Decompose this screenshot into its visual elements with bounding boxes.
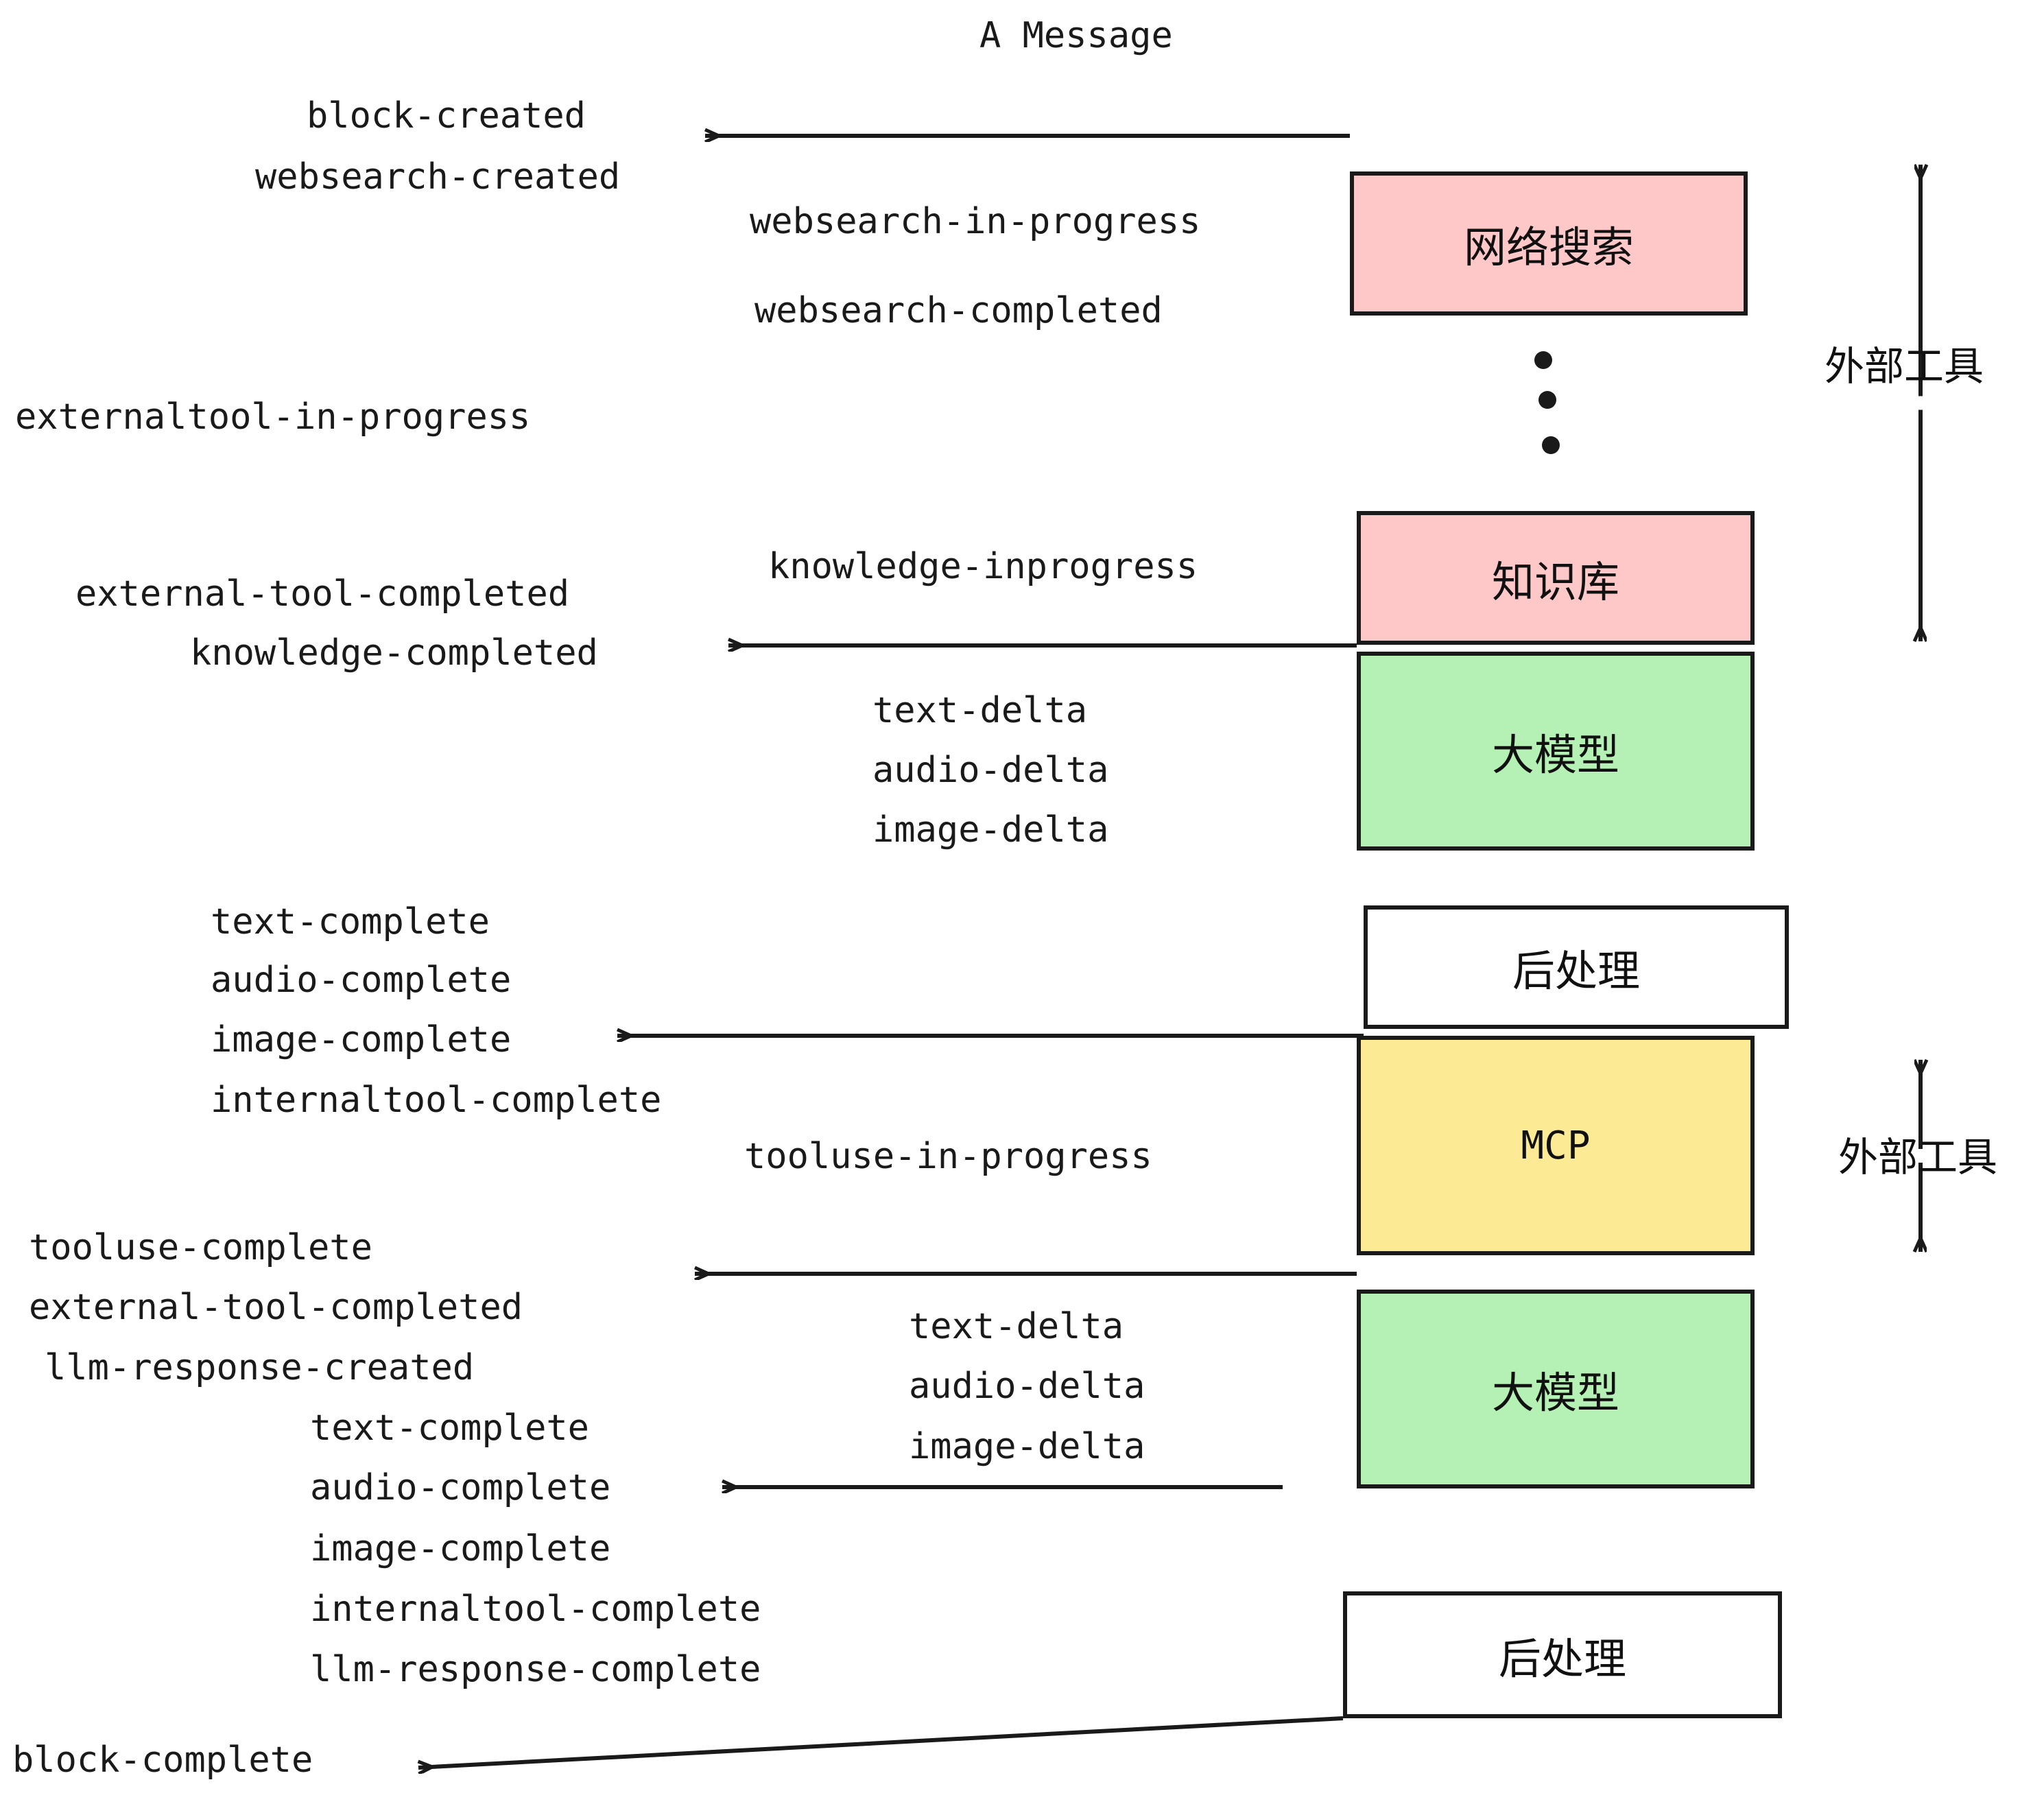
- event-label-image-delta-1: image-delta: [872, 809, 1109, 851]
- event-label-block-complete: block-complete: [12, 1740, 313, 1781]
- arrow-block-complete: [418, 1716, 1344, 1768]
- box-llm-bottom: 大模型: [1357, 1290, 1755, 1488]
- event-label-llm-response-complete: llm-response-complete: [310, 1649, 761, 1690]
- event-label-image-complete-2: image-complete: [310, 1528, 611, 1569]
- event-label-internaltool-complete-1: internaltool-complete: [211, 1080, 662, 1121]
- side-label-external-tools-bottom: 外部工具: [1838, 1134, 1998, 1180]
- event-label-websearch-completed: websearch-completed: [754, 290, 1163, 331]
- side-label-external-tools-top: 外部工具: [1825, 343, 1984, 390]
- event-label-websearch-created: websearch-created: [255, 156, 621, 198]
- box-websearch: 网络搜索: [1350, 171, 1748, 316]
- event-label-knowledge-inprogress: knowledge-inprogress: [768, 546, 1198, 587]
- box-postprocess-bot: 后处理: [1343, 1591, 1782, 1718]
- event-label-llm-response-created: llm-response-created: [45, 1347, 475, 1388]
- event-label-audio-complete-1: audio-complete: [211, 960, 512, 1001]
- event-label-block-created: block-created: [307, 95, 586, 137]
- page-title: A Message: [979, 15, 1173, 56]
- ellipsis-dot-3: [1542, 436, 1560, 454]
- event-label-internaltool-complete-2: internaltool-complete: [310, 1589, 761, 1630]
- event-label-text-delta-1: text-delta: [872, 690, 1088, 731]
- box-knowledge: 知识库: [1357, 511, 1755, 645]
- box-mcp: MCP: [1357, 1036, 1755, 1255]
- event-label-audio-complete-2: audio-complete: [310, 1467, 611, 1508]
- event-label-knowledge-completed: knowledge-completed: [190, 632, 598, 674]
- event-label-image-complete-1: image-complete: [211, 1019, 512, 1060]
- event-label-text-delta-2: text-delta: [909, 1306, 1124, 1347]
- event-label-audio-delta-2: audio-delta: [909, 1366, 1145, 1407]
- event-label-external-tool-completed-1: external-tool-completed: [75, 573, 570, 615]
- event-label-websearch-in-progress: websearch-in-progress: [750, 201, 1201, 242]
- event-label-external-tool-completed-2: external-tool-completed: [29, 1287, 523, 1328]
- event-label-externaltool-in-progress: externaltool-in-progress: [15, 396, 531, 438]
- box-llm-top: 大模型: [1357, 652, 1755, 851]
- box-postprocess-top: 后处理: [1364, 905, 1789, 1029]
- event-label-text-complete-1: text-complete: [211, 901, 490, 942]
- event-label-text-complete-2: text-complete: [310, 1408, 589, 1449]
- ellipsis-dot-2: [1538, 391, 1556, 409]
- event-label-tooluse-complete: tooluse-complete: [29, 1227, 372, 1268]
- event-label-audio-delta-1: audio-delta: [872, 750, 1109, 791]
- event-label-image-delta-2: image-delta: [909, 1426, 1145, 1467]
- event-label-tooluse-in-progress: tooluse-in-progress: [744, 1136, 1152, 1177]
- ellipsis-dot-1: [1534, 351, 1552, 369]
